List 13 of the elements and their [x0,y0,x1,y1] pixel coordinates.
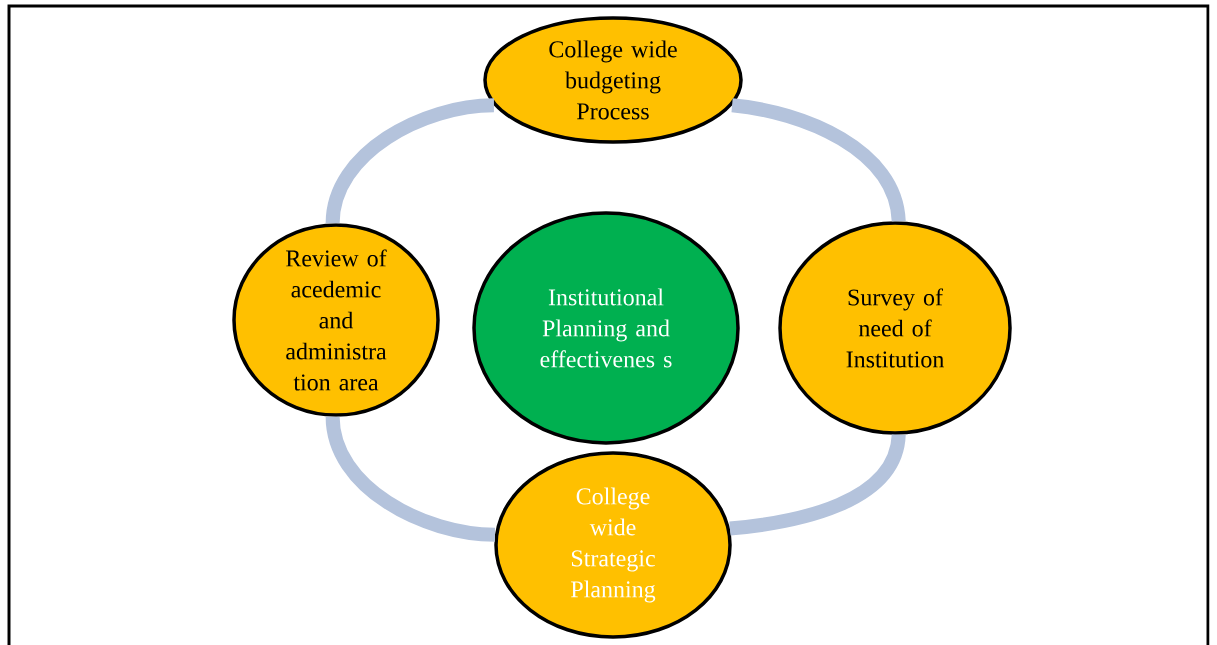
node-label: Review of acedemic and administra tion area [286,249,387,391]
node-label: Institutional Planning and effectivenes s [540,288,672,368]
ring-arc [325,415,496,542]
ring-arc [325,98,495,225]
node-label: College wide Strategic Planning [571,487,656,603]
node-label: College wide budgeting Process [549,40,677,120]
ring-arc [731,98,906,223]
process-ellipse [232,223,440,417]
process-ellipse [483,16,743,144]
process-ellipse [494,451,732,639]
center-ellipse [472,211,740,445]
process-ellipse [778,221,1012,435]
node-label: Survey of need of Institution [846,288,944,368]
